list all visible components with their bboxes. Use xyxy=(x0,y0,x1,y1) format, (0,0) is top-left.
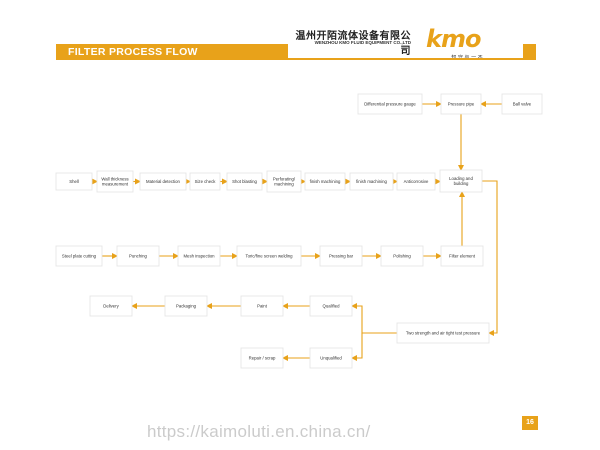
flow-step-repair-scrap: Repair / scrap xyxy=(240,347,284,369)
flow-step-box xyxy=(396,322,490,344)
flow-step-label: Packaging xyxy=(176,304,197,309)
logo-wordmark: kmo xyxy=(426,25,481,53)
flow-step-box xyxy=(440,245,484,267)
flow-step-punching: Punching xyxy=(116,245,160,267)
flow-step-label: Pressure pipe xyxy=(448,102,475,107)
flow-step-box xyxy=(439,169,483,193)
flow-arrow-strength-test-to-qualified xyxy=(351,303,397,334)
flow-step-box xyxy=(55,245,103,267)
flow-step-box xyxy=(139,172,187,191)
flow-step-finish-machining-1: finish machining xyxy=(304,172,346,191)
flow-step-box xyxy=(440,93,482,115)
watermark: https://kaimoluti.en.china.cn/ xyxy=(147,422,371,441)
flow-step-shot-blasting: Shot blasting xyxy=(226,172,263,191)
flow-step-label: Punching xyxy=(129,254,148,259)
flow-step-label: Repair / scrap xyxy=(249,356,276,361)
flow-step-diff-gauge: Differential pressure gauge xyxy=(357,93,423,115)
flow-step-label: Polishing xyxy=(393,254,411,259)
flow-step-label: Differential pressure gauge xyxy=(364,102,416,107)
flow-step-label: Toric/fine screen welding xyxy=(245,254,293,259)
flow-step-filter-element: Filter element xyxy=(440,245,484,267)
flow-step-box xyxy=(55,172,93,191)
flow-step-box xyxy=(349,172,394,191)
flow-step-steel-plate-cutting: Steel plate cutting xyxy=(55,245,103,267)
flow-step-box xyxy=(116,245,160,267)
flow-step-material-detection: Material detection xyxy=(139,172,187,191)
flow-step-label: Shell xyxy=(69,179,79,184)
flow-step-box xyxy=(357,93,423,115)
company-name-cn: 温州开陌流体设备有限公司 xyxy=(295,31,411,57)
flow-step-box xyxy=(266,170,302,193)
flow-step-ball-valve: Ball valve xyxy=(501,93,543,115)
flow-steps: Differential pressure gauge Pressure pipe… xyxy=(55,93,543,369)
flow-step-label: Unqualified xyxy=(320,356,342,361)
flow-step-paint: Paint xyxy=(240,295,284,317)
flow-step-box xyxy=(89,295,133,317)
flow-step-shell: Shell xyxy=(55,172,93,191)
flow-step-delivery: Delivery xyxy=(89,295,133,317)
flow-step-label: Perforating/machining xyxy=(273,176,296,186)
flow-step-box xyxy=(304,172,346,191)
flow-step-box xyxy=(501,93,543,115)
flow-step-label: Two strength and air tight test pressure xyxy=(406,331,481,336)
flow-step-label: Qualified xyxy=(323,304,341,309)
flow-step-mesh-inspection: Mesh inspection xyxy=(177,245,221,267)
flow-step-label: Size check xyxy=(195,179,217,184)
company-name-en: WENZHOU KMO FLUID EQUIPMENT CO.,LTD xyxy=(314,40,411,45)
flow-step-label: Paint xyxy=(257,304,268,309)
flow-arrow-loading-building-to-strength-test xyxy=(482,180,498,336)
flow-step-label: Pressing bar xyxy=(329,254,354,259)
flow-connectors xyxy=(92,101,502,361)
flow-step-anticorrosive: Anticorrosive xyxy=(396,172,436,191)
title-accent-tab xyxy=(523,44,536,60)
flow-step-box xyxy=(380,245,424,267)
flow-step-pressing-bar: Pressing bar xyxy=(319,245,363,267)
title-rule xyxy=(56,58,536,60)
title-bar: FILTER PROCESS FLOW xyxy=(56,44,288,60)
flow-step-box xyxy=(319,245,363,267)
flow-step-box xyxy=(177,245,221,267)
flow-step-label: Material detection xyxy=(146,179,181,184)
flow-step-finish-machining-2: finish machining xyxy=(349,172,394,191)
flow-step-toric-welding: Toric/fine screen welding xyxy=(236,245,302,267)
flow-step-unqualified: Unqualified xyxy=(309,347,353,369)
flow-step-pressure-pipe: Pressure pipe xyxy=(440,93,482,115)
flow-step-label: finish machining xyxy=(356,179,387,184)
flow-step-label: Filter element xyxy=(449,254,476,259)
flow-step-label: Ball valve xyxy=(513,102,532,107)
flow-step-box xyxy=(240,347,284,369)
flow-step-box xyxy=(226,172,263,191)
flow-step-box xyxy=(309,295,353,317)
page-title: FILTER PROCESS FLOW xyxy=(68,46,198,58)
flow-step-label: Delivery xyxy=(103,304,119,309)
flow-step-strength-test: Two strength and air tight test pressure xyxy=(396,322,490,344)
flow-step-label: Shot blasting xyxy=(232,179,257,184)
flow-step-polishing: Polishing xyxy=(380,245,424,267)
flow-step-packaging: Packaging xyxy=(164,295,208,317)
flow-arrow-strength-test-to-unqualified xyxy=(351,333,363,361)
flow-step-box xyxy=(96,170,134,193)
flow-step-box xyxy=(236,245,302,267)
page-number: 16 xyxy=(522,416,538,430)
flow-step-size-check: Size check xyxy=(189,172,221,191)
flow-step-label: finish machining xyxy=(310,179,341,184)
flow-step-box xyxy=(396,172,436,191)
flow-step-box xyxy=(189,172,221,191)
flow-step-label: Steel plate cutting xyxy=(62,254,97,259)
flow-step-box xyxy=(309,347,353,369)
flow-step-box xyxy=(240,295,284,317)
flow-step-box xyxy=(164,295,208,317)
flow-step-qualified: Qualified xyxy=(309,295,353,317)
flow-step-label: Mesh inspection xyxy=(183,254,215,259)
flow-step-perforating: Perforating/machining xyxy=(266,170,302,193)
flow-step-label: Anticorrosive xyxy=(404,179,429,184)
